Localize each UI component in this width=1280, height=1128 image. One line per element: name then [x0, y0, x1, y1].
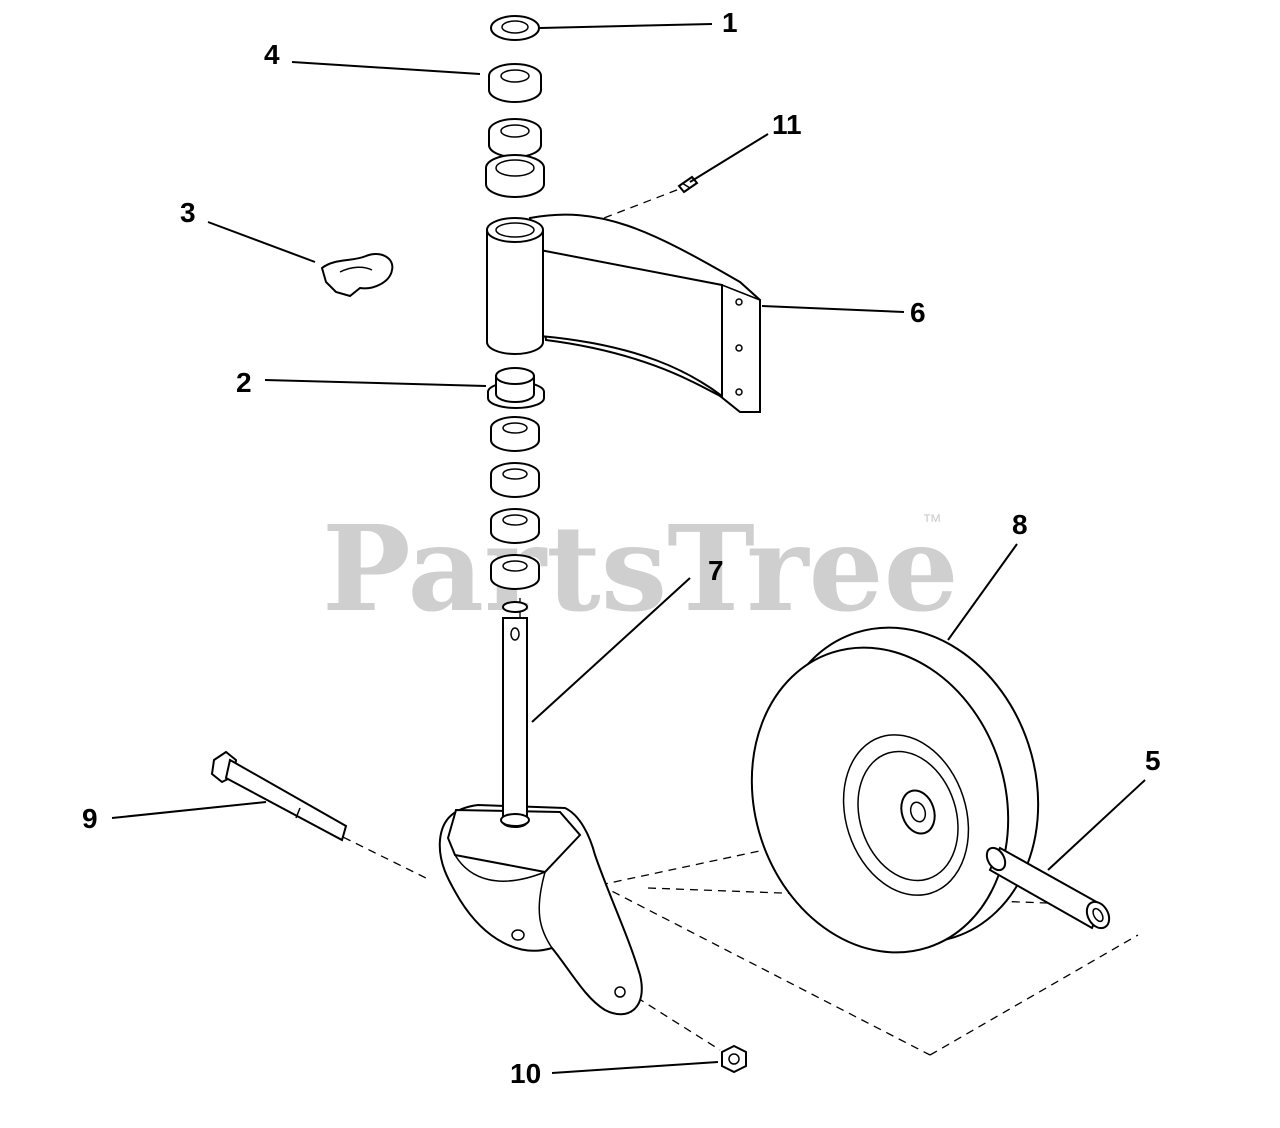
callout-10: 10 — [510, 1058, 541, 1089]
callout-6: 6 — [910, 297, 926, 328]
callout-11: 11 — [772, 109, 802, 140]
part-4-spacers-lower — [490, 416, 540, 590]
part-7-caster-yoke — [438, 601, 643, 1016]
callout-2: 2 — [236, 367, 252, 398]
part-1-washer — [490, 15, 540, 41]
part-8-wheel — [750, 626, 1040, 954]
part-2-bushing — [487, 367, 545, 409]
watermark: PartsTree ™ — [322, 499, 959, 638]
part-4-spacers-upper — [485, 63, 545, 198]
part-10-lock-nut — [721, 1044, 747, 1074]
callout-labels: 1 2 3 4 5 6 7 8 9 10 11 — [82, 7, 1161, 1089]
part-3-hairpin — [320, 252, 394, 298]
part-9-axle-bolt — [210, 750, 348, 842]
leader-lines — [111, 23, 1146, 1074]
part-5-spacer-tube — [985, 846, 1111, 930]
watermark-trademark: ™ — [922, 511, 942, 533]
callout-8: 8 — [1012, 509, 1028, 540]
watermark-brand: PartsTree — [322, 499, 959, 638]
callout-3: 3 — [180, 197, 196, 228]
callout-7: 7 — [708, 555, 724, 586]
callout-5: 5 — [1145, 745, 1161, 776]
callout-4: 4 — [264, 39, 280, 70]
part-6-caster-bracket — [486, 213, 761, 413]
callout-9: 9 — [82, 803, 98, 834]
callout-1: 1 — [722, 7, 738, 38]
